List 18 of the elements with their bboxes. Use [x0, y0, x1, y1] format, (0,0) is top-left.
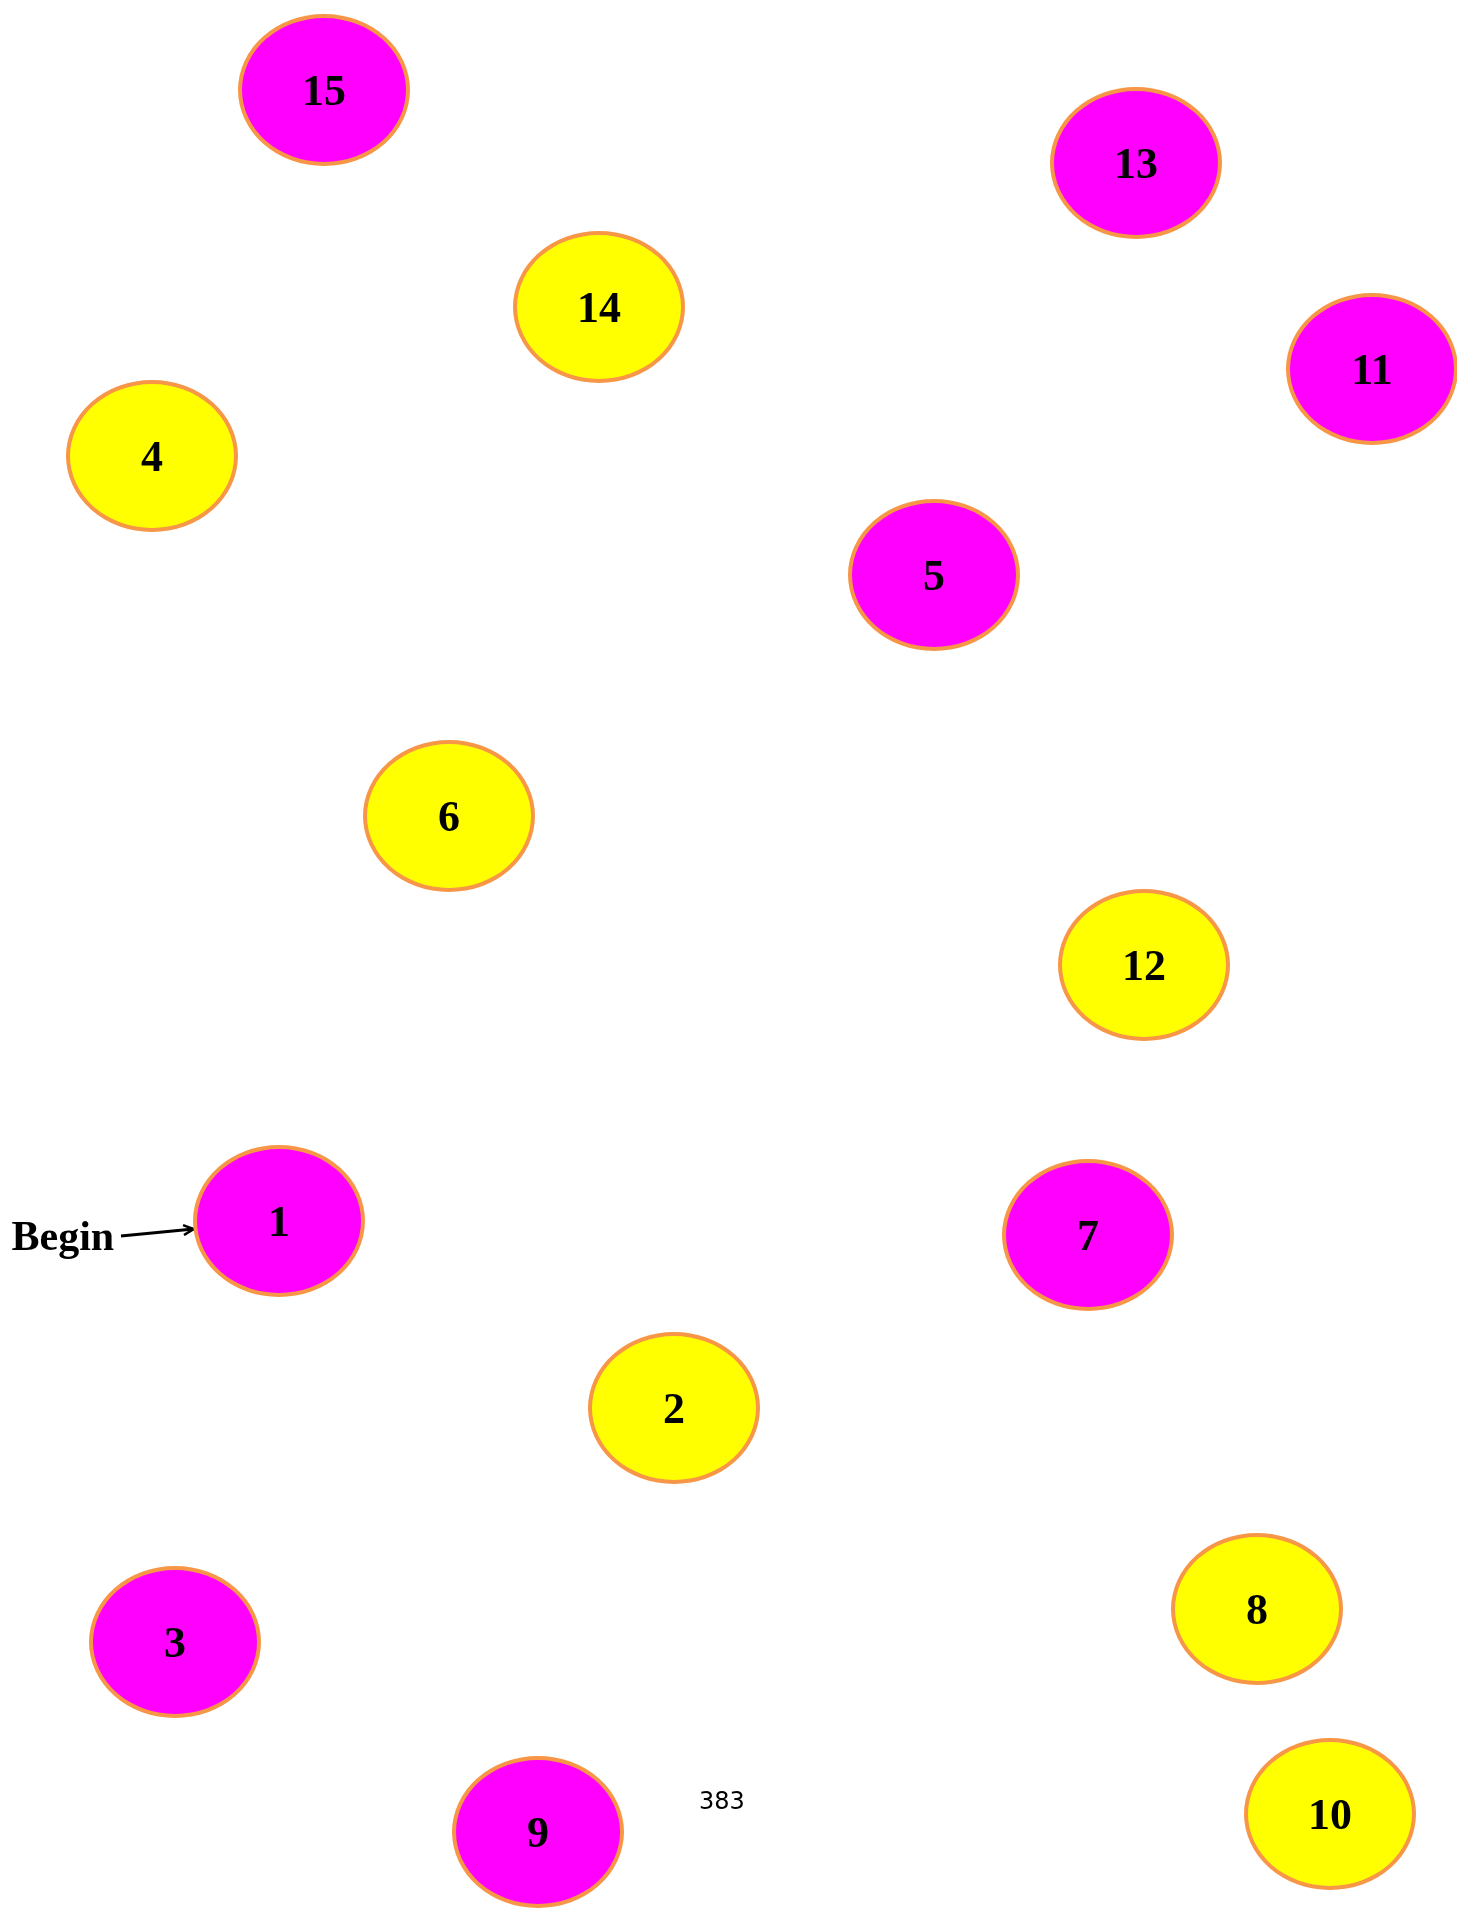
- page-number: 383: [699, 1787, 745, 1815]
- numbered-circle: 5: [848, 499, 1020, 651]
- numbered-circle: 15: [238, 14, 410, 166]
- numbered-circle: 2: [588, 1332, 760, 1484]
- numbered-circle: 4: [66, 380, 238, 532]
- numbered-circle: 14: [513, 231, 685, 383]
- numbered-circle: 7: [1002, 1159, 1174, 1311]
- numbered-circle: 9: [452, 1756, 624, 1908]
- arrow: [120, 1223, 195, 1238]
- numbered-circle: 13: [1050, 87, 1222, 239]
- numbered-circle: 10: [1244, 1738, 1416, 1890]
- numbered-circle: 8: [1171, 1533, 1343, 1685]
- numbered-circle: 12: [1058, 889, 1230, 1041]
- numbered-circle: 11: [1286, 293, 1457, 445]
- numbered-circle: 6: [363, 740, 535, 892]
- numbered-circle: 1: [193, 1145, 365, 1297]
- numbered-circle: 3: [89, 1566, 261, 1718]
- start-label: Begin: [11, 1212, 115, 1260]
